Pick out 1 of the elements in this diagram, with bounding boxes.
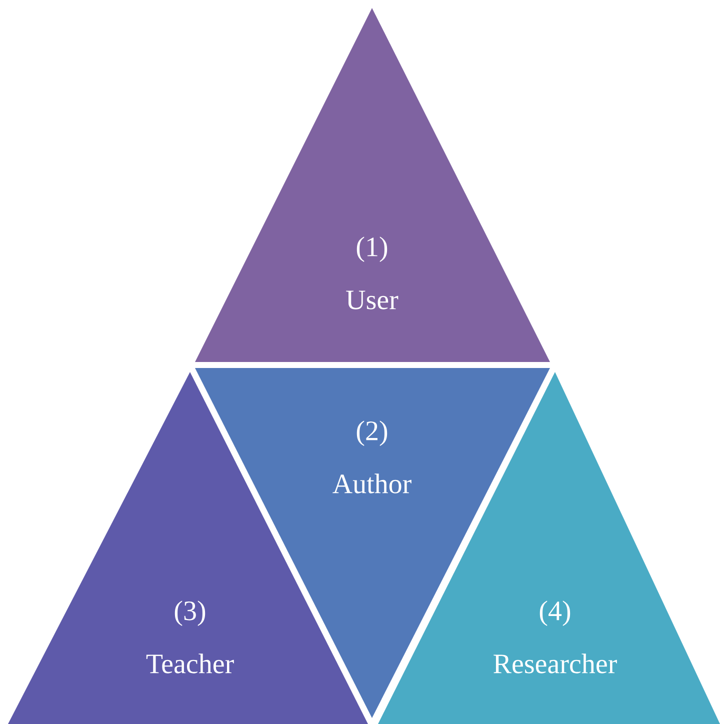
triangle: (1) User bbox=[195, 8, 550, 362]
